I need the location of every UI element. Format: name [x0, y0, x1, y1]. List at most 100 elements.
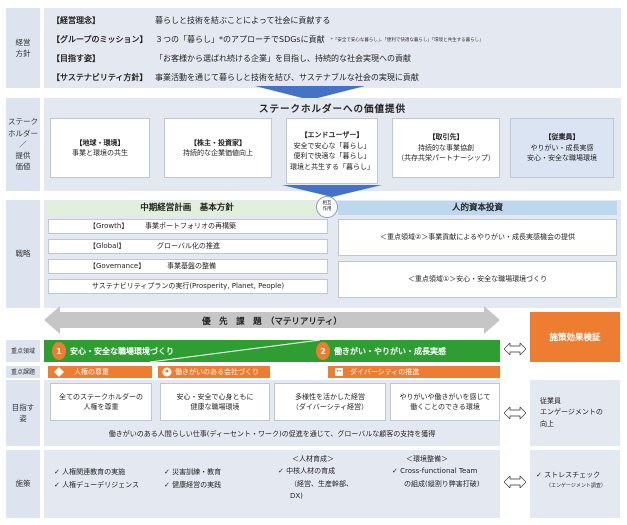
stakeholder-box-line: （共存共栄パートナーシップ）	[397, 154, 495, 163]
down-arrow-icon	[255, 86, 365, 100]
row-label-focus-area: 重点領域	[6, 340, 40, 362]
left-right-arrow-icon	[504, 343, 526, 355]
policy-row: 【目指す姿】 「お客様から選ばれ続ける企業」を目指し、持続的な社会実現への貢献	[52, 49, 617, 68]
focus-issue-label: ダイバーシティの推進	[350, 368, 420, 376]
measure-item: ✓ 人権関連教育の実施	[54, 468, 126, 476]
human-capital-focus-1: ＜重点領域①＞安心・安全な職場環境づくり	[338, 261, 617, 298]
measure-item: ✓ 人権デューデリジェンス	[54, 481, 139, 490]
focus-issue-label: 働きがいのある会社づくり	[175, 368, 259, 376]
stakeholder-box-environment: 【地球・環境】 事業と環境の共生	[50, 118, 150, 178]
building-icon	[335, 368, 343, 376]
measure-item: ✓ 中核人材の育成	[278, 467, 336, 476]
stakeholder-box-line: 持続的な企業価値向上	[183, 149, 253, 157]
policy-row: 【グループのミッション】 ３つの「暮らし」*のアプローチでSDGsに貢献 *「安…	[52, 30, 617, 49]
strategy-policy-growth: 【Growth】 事業ポートフォリオの再構築	[48, 219, 328, 234]
focus-issue-diversity[interactable]: ダイバーシティの推進	[328, 366, 500, 378]
measures-col-human-rights: ✓ 人権関連教育の実施 ✓ 人権デューデリジェンス	[54, 466, 139, 493]
measure-item: （経営、生産幹部、	[290, 479, 353, 488]
stakeholder-box-title: 【株主・投資家】	[190, 138, 246, 147]
mutual-interaction-icon: 相互 作用	[316, 196, 338, 218]
stakeholder-box-title: 【エンドユーザー】	[300, 131, 364, 139]
stakeholder-box-line: やりがい・成長実感	[530, 143, 594, 152]
human-capital-focus-2: ＜重点領域②＞事業貢献によるやりがい・成長実感機会の提供	[338, 219, 617, 256]
measure-note: （エンゲージメント調査）	[546, 482, 606, 489]
focus-area-2[interactable]: 2 働きがい・やりがい・成長実感	[316, 342, 446, 360]
stakeholder-box-shareholders: 【株主・投資家】 持続的な企業価値向上	[164, 118, 272, 178]
measures-band	[44, 450, 500, 518]
measure-item: ✓ 災害訓練・教育	[164, 468, 222, 476]
policy-value: 事業活動を通じて暮らしと技術を結び、サステナブルな社会の実現に貢献	[155, 73, 419, 82]
stakeholder-box-line: 事業と環境の共生	[72, 149, 128, 157]
policy-value: ３つの「暮らし」*のアプローチでSDGsに貢献	[155, 35, 325, 44]
left-right-arrow-icon	[504, 476, 526, 488]
policy-key: 【サステナビリティ方針】	[52, 73, 148, 82]
strategy-left-title: 中期経営計画 基本方針	[48, 201, 326, 215]
group-icon	[162, 367, 172, 377]
materiality-title: 優 先 課 題 （マテリアリティ）	[202, 317, 342, 327]
strategy-sustainability-plan: サステナビリティプランの実行(Prosperity, Planet, Peopl…	[48, 279, 328, 294]
goal-bottom-statement: 働きがいのある人間らしい仕事(ディーセント・ワーク)の促進を通じて、グローバルな…	[108, 430, 436, 438]
stakeholder-box-employees: 【従業員】 やりがい・成長実感 安心・安全な職場環境	[510, 118, 614, 178]
measure-item: DX)	[290, 491, 303, 500]
focus-area-divider	[150, 340, 320, 362]
strategy-policy-value: 事業ポートフォリオの再構築	[145, 222, 236, 231]
goal-box: やりがいや働きがいを感じて 働くことのできる環境	[390, 383, 500, 421]
focus-area-label: 働きがい・やりがい・成長実感	[334, 346, 446, 356]
stakeholder-box-title: 【地球・環境】	[75, 138, 125, 147]
focus-area-label: 安心・安全な職場環境づくり	[70, 346, 174, 356]
engagement-box: 従業員 エンゲージメントの 向上	[530, 380, 620, 446]
row-label-stakeholder: ステーク ホルダー ／ 提供 価値	[6, 98, 40, 191]
strategy-policy-value: 事業基盤の整備	[167, 262, 216, 271]
row-label-strategy: 戦略	[6, 200, 40, 308]
measures-col-safety: ✓ 災害訓練・教育 ✓ 健康経営の実践	[164, 466, 221, 493]
stakeholder-box-line: 環境と共生する「暮らし」	[290, 162, 374, 171]
focus-issue-rewarding-workplace[interactable]: 働きがいのある会社づくり	[158, 366, 270, 378]
stakeholder-title: ステークホルダーへの価値提供	[258, 104, 406, 115]
strategy-policy-global: 【Global】 グローバル化の推進	[48, 239, 328, 254]
policy-key: 【グループのミッション】	[52, 35, 148, 44]
policy-list: 【経営理念】 暮らしと技術を結ぶことによって社会に貢献する 【グループのミッショ…	[52, 11, 617, 87]
policy-key: 【目指す姿】	[52, 54, 100, 63]
policy-note: *「安全で安心な暮らし」、「便利で快適な暮らし」「環境と共生する暮らし」	[330, 37, 484, 43]
down-arrow-icon	[282, 185, 382, 197]
focus-area-bar	[44, 340, 500, 362]
effect-verification-box: 施策効果検証	[530, 312, 620, 362]
policy-row: 【経営理念】 暮らしと技術を結ぶことによって社会に貢献する	[52, 11, 617, 30]
measures-col-talent: ＜人材育成＞ ✓ 中核人材の育成 （経営、生産幹部、 DX)	[278, 453, 353, 502]
focus-issue-human-rights[interactable]: 人権の尊重	[48, 366, 152, 378]
measures-col-stress: ✓ ストレスチェック （エンゲージメント調査）	[530, 450, 620, 518]
measure-item: ✓ Cross-functional Team	[392, 467, 478, 476]
stakeholder-box-title: 【従業員】	[544, 133, 580, 142]
measures-col-environment: ＜環境整備＞ ✓ Cross-functional Team の組成(縦割り弊害…	[392, 453, 479, 490]
strategy-policy-governance: 【Governance】 事業基盤の整備	[48, 259, 328, 274]
stakeholder-box-title: 【取引先】	[428, 133, 464, 142]
policy-value: 暮らしと技術を結ぶことによって社会に貢献する	[155, 16, 331, 25]
focus-area-1[interactable]: 1 安心・安全な職場環境づくり	[52, 342, 174, 360]
strategy-policy-key: 【Growth】	[89, 222, 129, 231]
policy-band	[44, 8, 621, 88]
measure-heading: ＜環境整備＞	[406, 455, 448, 463]
measure-item: の組成(縦割り弊害打破)	[404, 479, 480, 488]
goal-box: 安心・安全で心身ともに 健康な職場環境	[160, 383, 270, 421]
stakeholder-box-end-users: 【エンドユーザー】 安全で安心な「暮らし」 便利で快適な「暮らし」 環境と共生す…	[286, 118, 378, 184]
strategy-right-title: 人的資本投資	[338, 201, 617, 215]
goal-box: 多様性を活かした経営 （ダイバーシティ経営）	[274, 383, 386, 421]
goal-box: 全てのステークホルダーの 人権を尊重	[50, 383, 152, 421]
strategy-policy-value: グローバル化の推進	[157, 242, 220, 251]
measure-item: ✓ 健康経営の実践	[164, 481, 222, 490]
stakeholder-box-line: 便利で快適な「暮らし」	[293, 152, 371, 160]
row-label-policy: 経営 方針	[6, 8, 40, 88]
row-label-measures: 施策	[6, 450, 40, 518]
focus-area-number-badge: 1	[52, 342, 66, 360]
row-label-goal: 目指す 姿	[6, 380, 40, 446]
left-right-arrow-icon	[504, 407, 526, 419]
measure-item: ✓ ストレスチェック	[536, 471, 601, 479]
stakeholder-box-line: 安全で安心な「暮らし」	[293, 141, 371, 150]
row-label-focus-issue: 重点課題	[6, 366, 40, 378]
strategy-policy-key: 【Global】	[89, 242, 126, 251]
policy-value: 「お客様から選ばれ続ける企業」を目指し、持続的な社会実現への貢献	[155, 54, 411, 63]
focus-issue-label: 人権の尊重	[74, 368, 109, 376]
policy-key: 【経営理念】	[52, 16, 100, 25]
policy-row: 【サステナビリティ方針】 事業活動を通じて暮らしと技術を結び、サステナブルな社会…	[52, 68, 617, 87]
materiality-double-arrow-icon	[44, 306, 500, 334]
